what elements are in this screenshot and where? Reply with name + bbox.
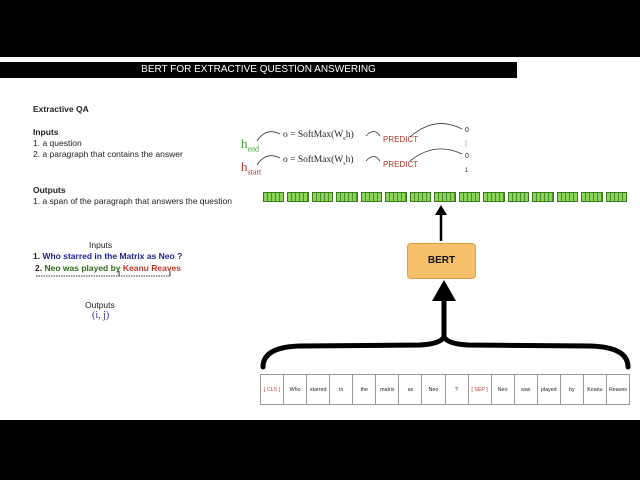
paragraph-text: Neo was played by [44,263,123,273]
input-item-2: 2. a paragraph that contains the answer [33,149,183,159]
question-number: 1. [33,251,41,261]
slide-title: BERT FOR EXTRACTIVE QUESTION ANSWERING [0,62,517,78]
slide: BERT FOR EXTRACTIVE QUESTION ANSWERING E… [0,57,640,420]
example-output-value: (i, j) [92,310,110,321]
output-item-1: 1. a span of the paragraph that answers … [33,196,232,206]
embedding-vector [360,192,383,202]
embedding-vector [532,192,554,202]
embedding-vector [287,192,309,202]
arc-h-start [256,155,281,166]
token-cell: as [399,375,423,404]
bert-model-box: BERT [407,243,476,279]
token-cell: starred [307,375,331,404]
token-cell: Keanu [584,375,607,404]
embedding-vector [385,192,407,202]
example-inputs-heading: Inputs [89,240,113,250]
embedding-vector [556,192,579,202]
question-text: Who starred in the Matrix as Neo ? [42,251,183,261]
paragraph-number: 2. [35,263,43,273]
embedding-vector [581,192,603,202]
softmax-start-formula: o = SoftMax(Wsh) [283,155,354,167]
token-cell: Reaves [608,386,627,393]
end-value-0: 0 [465,127,469,134]
token-cell: Neo [422,375,446,404]
predict-end-label: PREDICT [383,135,419,144]
arc-start-predict [365,156,381,162]
embedding-vector [336,192,358,202]
embedding-vector [458,192,481,202]
token-cell: Neo [492,375,515,404]
softmax-end-formula: o = SoftMax(Weh) [283,130,354,142]
token-cell: played [538,375,561,404]
embedding-vector [311,192,334,202]
embedding-vector [507,192,530,202]
input-item-1: 1. a question [33,138,82,148]
token-cell: the [353,375,377,404]
arc-predict-start-value [409,148,463,162]
token-cell: Who [284,375,308,404]
answer-text: Keanu Reaves [122,263,182,273]
inputs-heading: Inputs [33,127,59,137]
token-cell: matrix [376,375,400,404]
token-cell: [ SEP ] [469,375,492,404]
token-cell: was [515,375,538,404]
h-start-label: hstart [241,159,262,177]
predict-start-label: PREDICT [383,160,419,169]
arc-predict-end-value [409,123,463,138]
example-outputs-heading: Outputs [85,300,115,310]
embedding-vector [263,192,285,202]
example-paragraph: 2. Neo was played by Keanu Reaves [35,263,181,273]
arrowhead-up-large [432,280,456,301]
embedding-vector [434,192,456,202]
token-cell: [ CLS ] [261,375,285,404]
start-value-0: 0 [465,153,469,160]
arc-h-end [256,131,281,142]
start-value-1: 1 [465,168,469,174]
extractive-qa-heading: Extractive QA [33,104,89,114]
arrowhead-up-small [435,205,447,215]
curly-brace [260,331,631,370]
example-question: 1. Who starred in the Matrix as Neo ? [33,251,182,261]
embedding-vector [409,192,432,202]
outputs-heading: Outputs [33,185,66,195]
h-end-label: hend [241,136,260,154]
token-cell: ? [446,375,469,404]
token-cell: in [330,375,354,404]
token-cell: by [561,375,584,404]
arc-end-predict [365,131,381,137]
embedding-vector [483,192,505,202]
diagram-connectors [36,123,631,370]
embedding-vector [605,192,627,202]
